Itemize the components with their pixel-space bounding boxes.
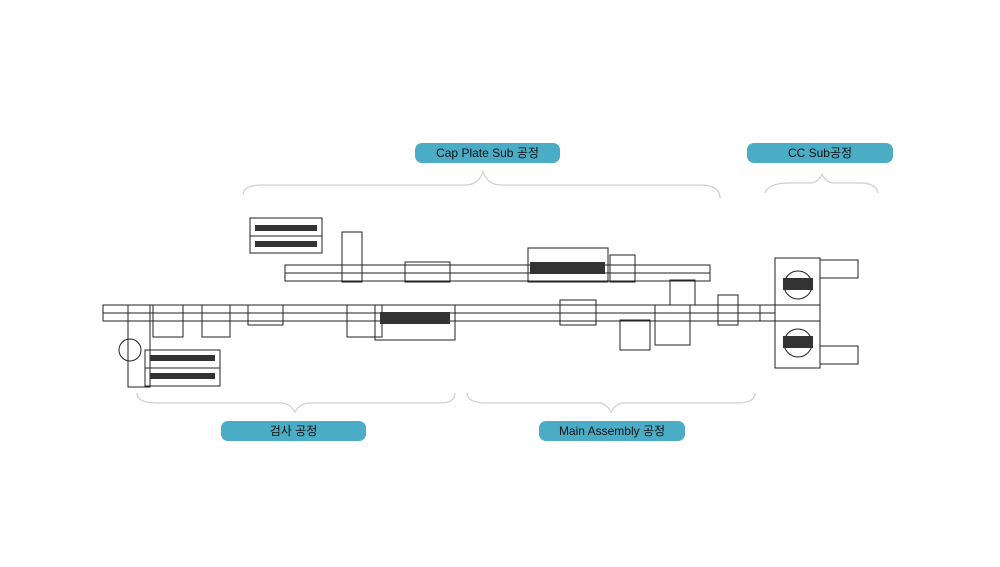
label-inspection-process: 검사 공정 xyxy=(221,421,366,441)
label-cc-sub-process: CC Sub공정 xyxy=(747,143,893,163)
label-main-assembly-process: Main Assembly 공정 xyxy=(539,421,685,441)
label-cap-plate-sub-process: Cap Plate Sub 공정 xyxy=(415,143,560,163)
braces xyxy=(136,170,879,414)
brace-inspection xyxy=(136,392,456,414)
brace-cap-plate xyxy=(242,170,721,199)
brace-main-assembly xyxy=(466,392,756,414)
brace-cc-sub xyxy=(764,172,879,194)
equipment-details xyxy=(150,225,813,379)
equipment-drawing xyxy=(102,217,859,388)
